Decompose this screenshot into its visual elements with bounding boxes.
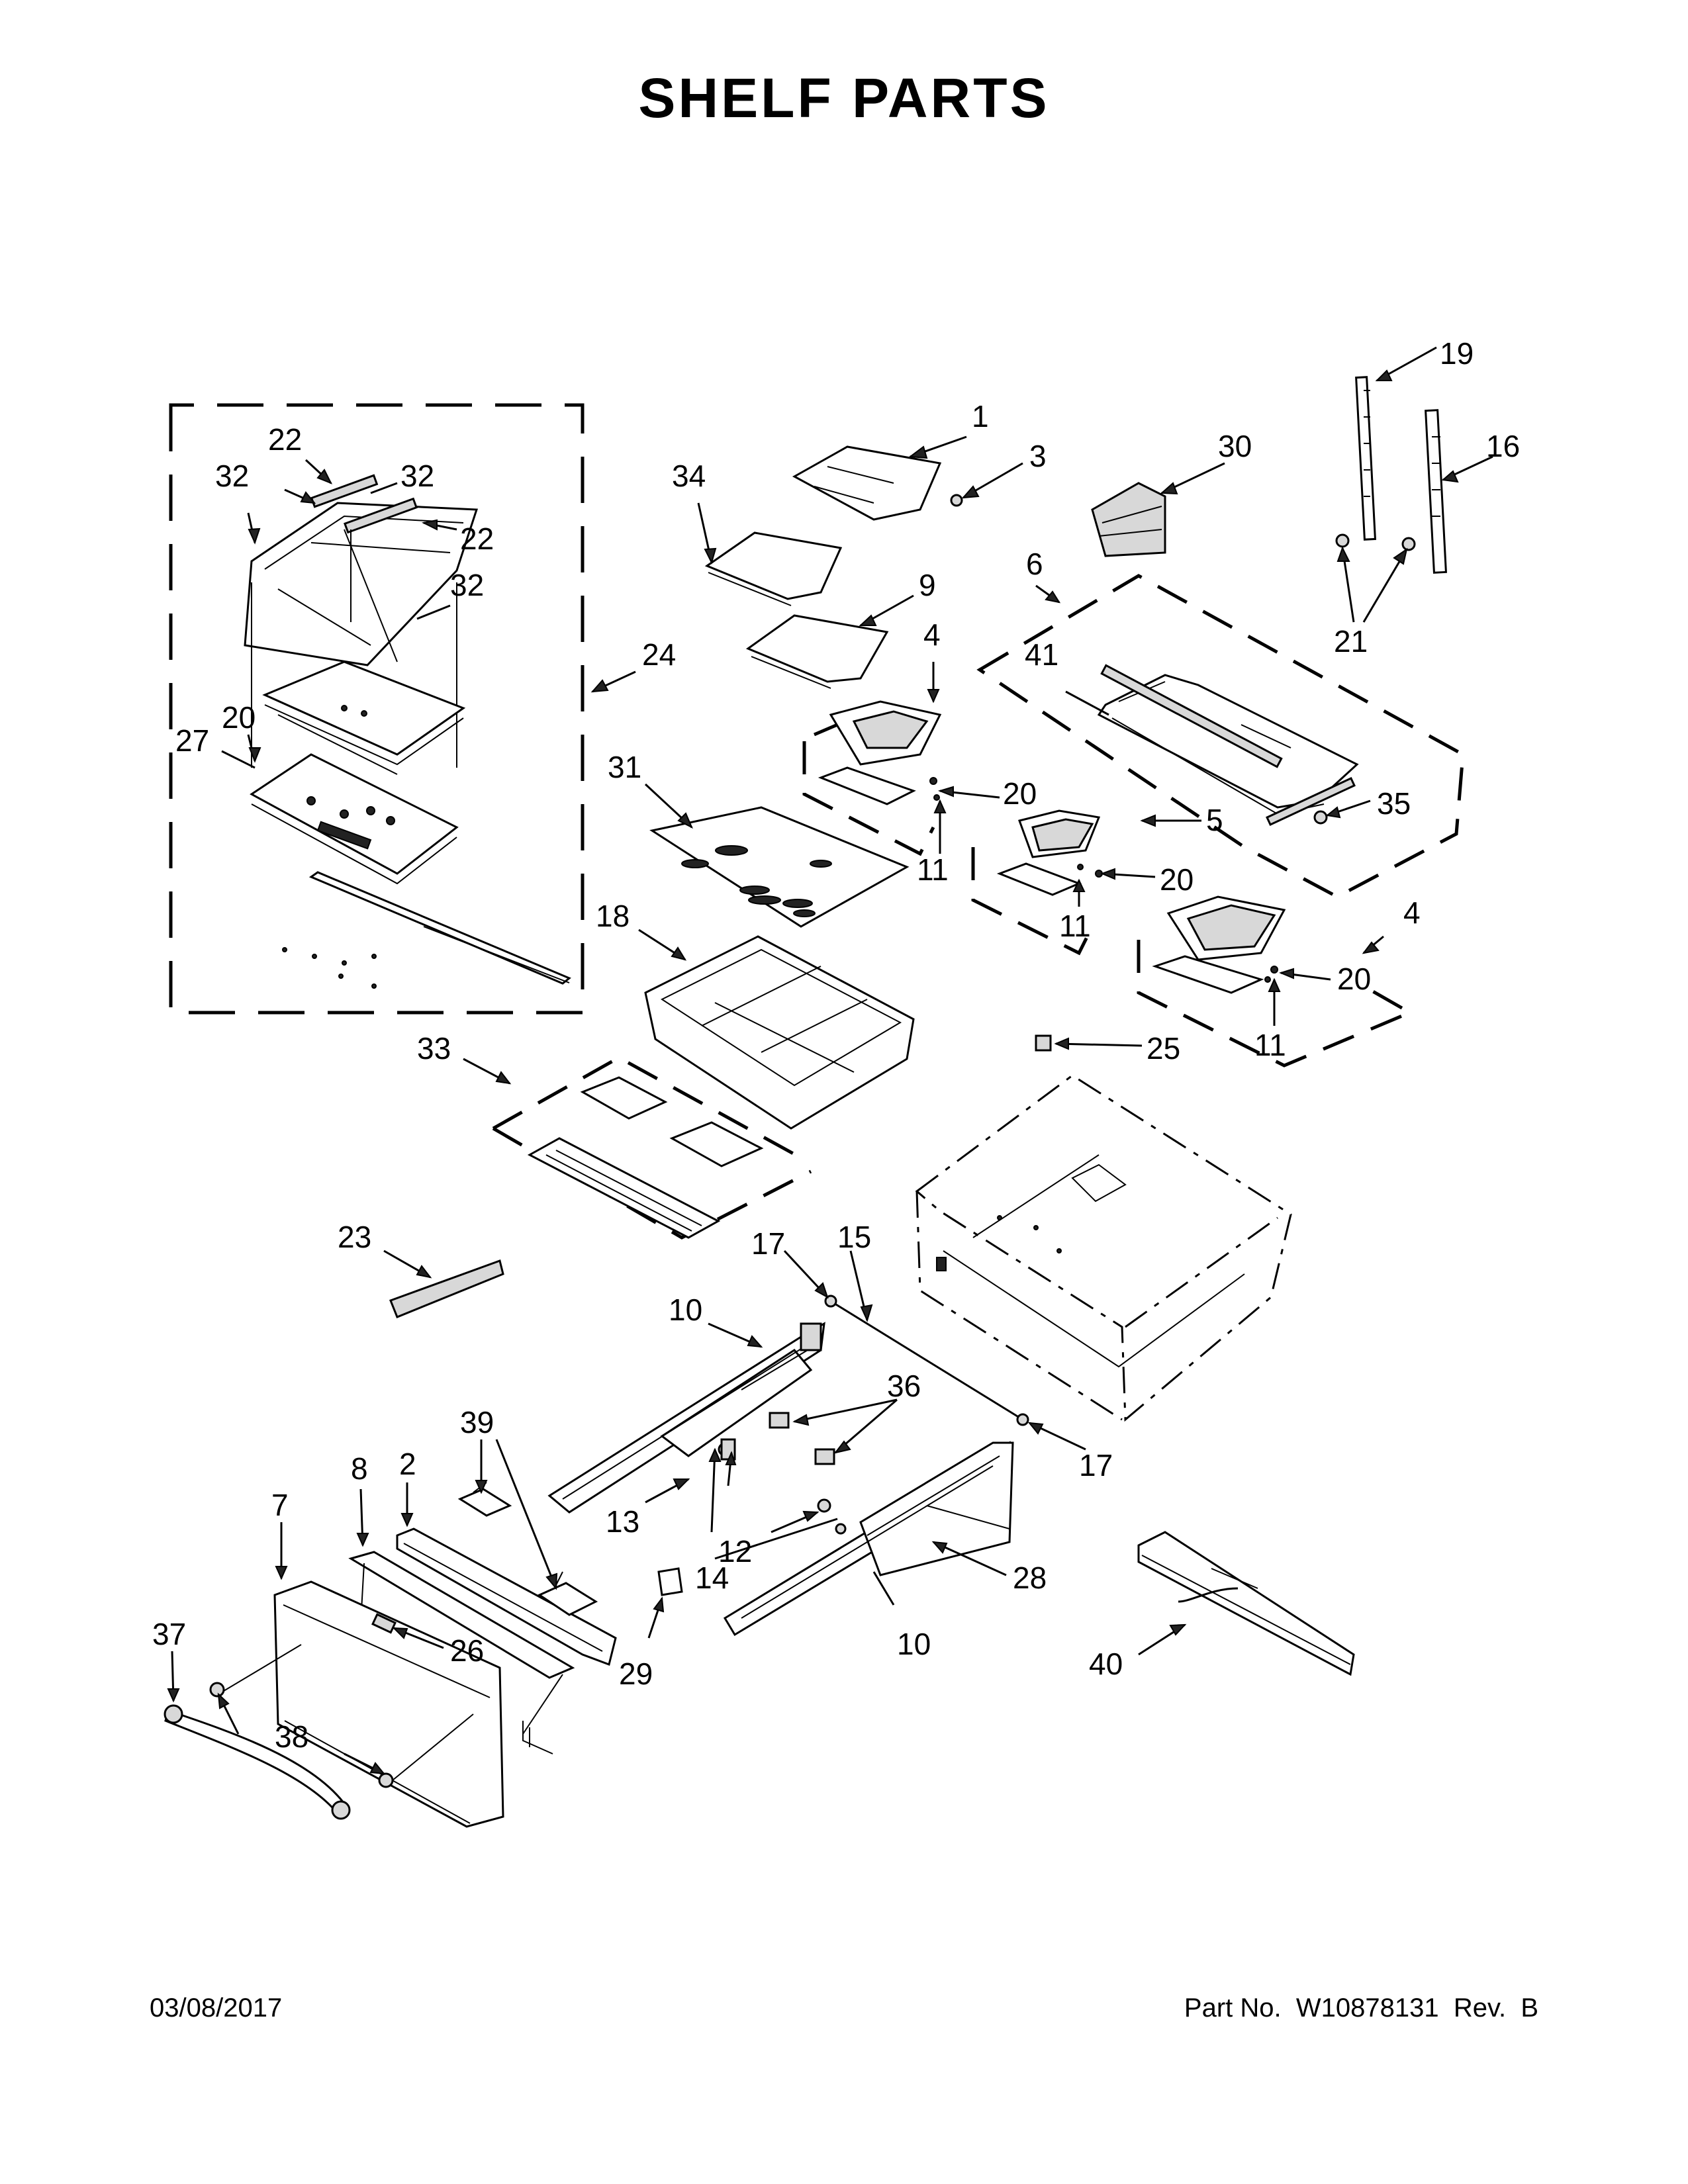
callout-20c: 20: [1160, 862, 1194, 897]
callout-30: 30: [1218, 429, 1252, 463]
callout-11b: 11: [1059, 909, 1091, 943]
callout-20d: 20: [1337, 962, 1371, 996]
rod-15: [824, 1295, 1029, 1426]
slide-10-right: [723, 1441, 1014, 1637]
callout-16: 16: [1486, 429, 1520, 463]
trim-2: [396, 1527, 617, 1666]
callout-18: 18: [596, 899, 630, 933]
page-title: SHELF PARTS: [638, 67, 1050, 129]
crisper-seal-strip: [308, 871, 571, 985]
bracket-29: [657, 1567, 683, 1596]
callout-33: 33: [417, 1031, 451, 1066]
callout-37: 37: [152, 1617, 186, 1651]
callout-19: 19: [1440, 336, 1474, 371]
callout-39: 39: [460, 1405, 494, 1439]
footer-date: 03/08/2017: [150, 1993, 283, 2023]
screws-21: [1335, 533, 1416, 551]
callout-3: 3: [1029, 439, 1047, 473]
callout-1: 1: [972, 399, 989, 433]
rail-16: [1425, 409, 1448, 574]
callout-29: 29: [619, 1657, 653, 1691]
bin-group-4-bottom: [1137, 895, 1414, 1068]
clip-25: [1035, 1034, 1052, 1052]
callout-11c: 11: [1254, 1028, 1286, 1062]
crisper-assembly-group: [169, 403, 585, 1015]
callout-22b: 22: [460, 522, 494, 556]
bin-30: [1091, 482, 1166, 557]
callout-17a: 17: [751, 1226, 785, 1261]
callout-13: 13: [606, 1504, 639, 1539]
callout-40: 40: [1089, 1647, 1123, 1681]
deli-drawer-group: [976, 574, 1465, 899]
vent-tray: [527, 1137, 721, 1239]
crisper-cover-middle: [262, 660, 466, 756]
callout-4a: 4: [923, 617, 941, 652]
divider-22-bottom: [344, 497, 418, 534]
bracket-36-a: [769, 1412, 790, 1429]
rail-19: [1355, 376, 1377, 541]
glass-shelf-31: [649, 806, 910, 928]
vent-group-33: [492, 1056, 812, 1240]
callout-17b: 17: [1079, 1448, 1113, 1482]
callout-32b: 32: [400, 459, 434, 493]
callout-5: 5: [1206, 803, 1223, 837]
callout-4b: 4: [1403, 895, 1421, 930]
divider-22-top: [310, 474, 379, 508]
callout-25: 25: [1147, 1031, 1180, 1066]
callout-6: 6: [1026, 547, 1043, 581]
leader-lines: [167, 346, 1493, 1775]
crisper-pan-18: [644, 935, 915, 1130]
slide-assembly-40: [1137, 1531, 1355, 1676]
callout-35: 35: [1377, 786, 1411, 821]
callout-24: 24: [642, 637, 676, 672]
gasket-corner: [522, 1721, 553, 1754]
shelf-1: [792, 445, 942, 521]
callout-21: 21: [1334, 624, 1368, 659]
drawer-rail-41: [1100, 664, 1283, 768]
shelf-9: [745, 614, 889, 689]
callout-8: 8: [351, 1451, 368, 1486]
callout-10b: 10: [897, 1627, 931, 1661]
fasteners-38: [209, 1644, 474, 1788]
callout-11a: 11: [917, 852, 949, 887]
callout-31: 31: [608, 750, 641, 784]
callout-15: 15: [837, 1220, 871, 1254]
bin-group-4-top: [802, 700, 942, 856]
callout-38: 38: [275, 1719, 308, 1754]
callout-14: 14: [695, 1561, 729, 1595]
freezer-housing: [915, 1074, 1292, 1422]
trim-strip-23: [389, 1259, 504, 1318]
callout-26: 26: [450, 1633, 484, 1668]
callout-34: 34: [672, 459, 706, 493]
callout-9: 9: [919, 568, 936, 602]
drawer-front-7: [273, 1580, 504, 1828]
callout-23: 23: [338, 1220, 371, 1254]
callout-41: 41: [1025, 637, 1058, 672]
callout-12: 12: [718, 1534, 752, 1569]
callout-7: 7: [271, 1488, 289, 1522]
footer-part-number: Part No. W10878131 Rev. B: [1184, 1993, 1538, 2023]
handle-37: [164, 1704, 351, 1820]
callout-22a: 22: [268, 422, 302, 457]
screw-3: [950, 494, 963, 507]
shelf-34: [704, 531, 843, 606]
bracket-36-b: [814, 1448, 835, 1465]
callout-labels: 1 3 34 30 19 16 9 6 21 4 41 22 32 32 22 …: [152, 336, 1520, 1754]
screw-35: [1313, 810, 1328, 825]
callout-28: 28: [1013, 1561, 1047, 1595]
crisper-control-plate: [250, 753, 459, 875]
slide-10-left: [547, 1322, 825, 1514]
callout-10a: 10: [669, 1293, 702, 1327]
callout-27: 27: [175, 723, 209, 758]
callout-32a: 32: [215, 459, 249, 493]
callout-2: 2: [399, 1447, 416, 1481]
callout-20b: 20: [1003, 776, 1037, 811]
callout-36: 36: [887, 1369, 921, 1403]
callout-32c: 32: [450, 568, 484, 602]
callout-20a: 20: [222, 700, 256, 735]
